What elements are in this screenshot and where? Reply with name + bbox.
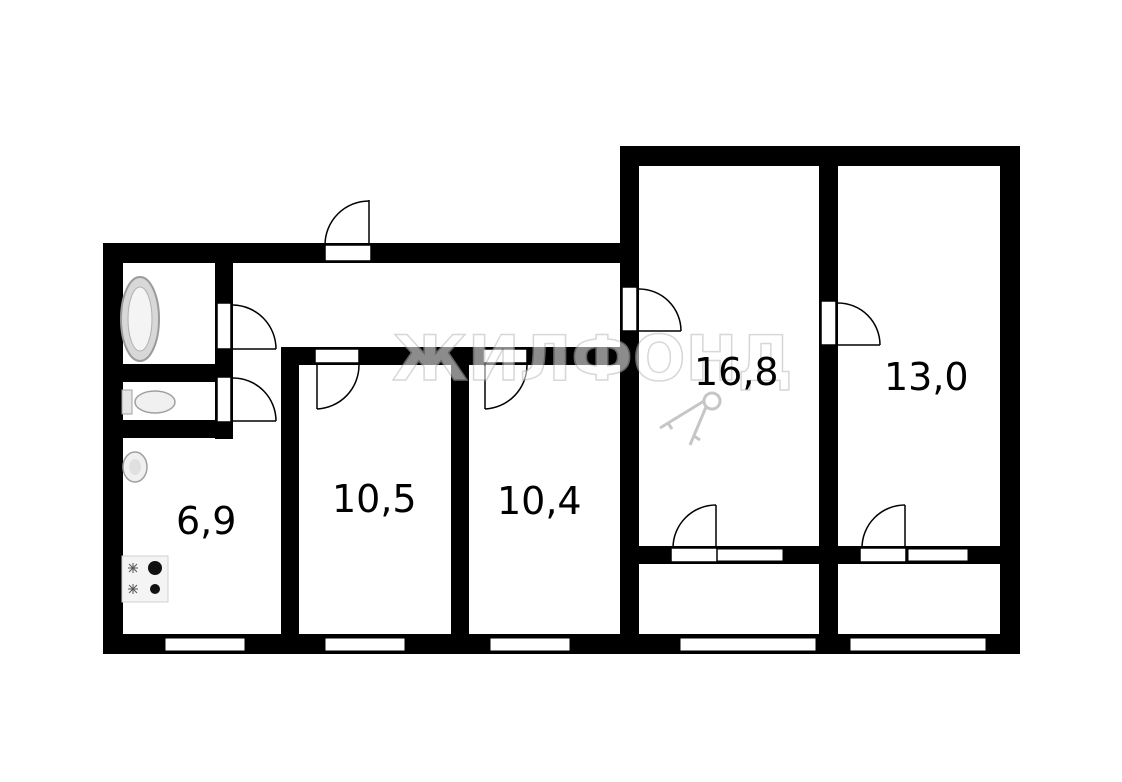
stove-icon [121,555,169,603]
window-icon [907,548,969,562]
window-icon [849,637,987,652]
doors [216,200,907,563]
door-swing-icon [324,200,372,262]
wall-left [103,243,123,654]
wall-right-block-left [620,146,639,654]
keys-icon [659,391,722,446]
windows [164,548,987,652]
door-swing-icon [482,348,528,410]
room-label-room-d: 13,0 [884,355,969,399]
toilet-icon [121,389,176,415]
room-label-room-c: 16,8 [694,350,779,394]
door-swing-icon [621,286,682,332]
room-label-kitchen: 6,9 [176,499,236,543]
bathtub-icon [120,276,160,362]
window-icon [489,637,571,652]
wall-bath-wc [103,364,233,382]
room-label-room-b: 10,4 [497,479,582,523]
window-icon [324,637,406,652]
wall-room-a-room-b [451,347,469,654]
wall-wc-bottom [103,420,233,438]
door-swing-icon [859,504,907,563]
window-icon [164,637,246,652]
door-swing-icon [216,376,277,423]
wall-kitchen-room-a [281,347,299,654]
door-swing-icon [670,504,718,563]
door-swing-icon [314,348,360,410]
door-swing-icon [820,300,881,346]
watermark-text: ЖИЛФОНД [392,322,793,395]
wall-right [1000,146,1020,654]
room-label-room-a: 10,5 [332,477,417,521]
window-icon [679,637,817,652]
door-swing-icon [216,302,277,350]
wall-divider-right-rooms [819,146,838,654]
walls [103,146,1020,654]
sink-icon [122,451,148,483]
